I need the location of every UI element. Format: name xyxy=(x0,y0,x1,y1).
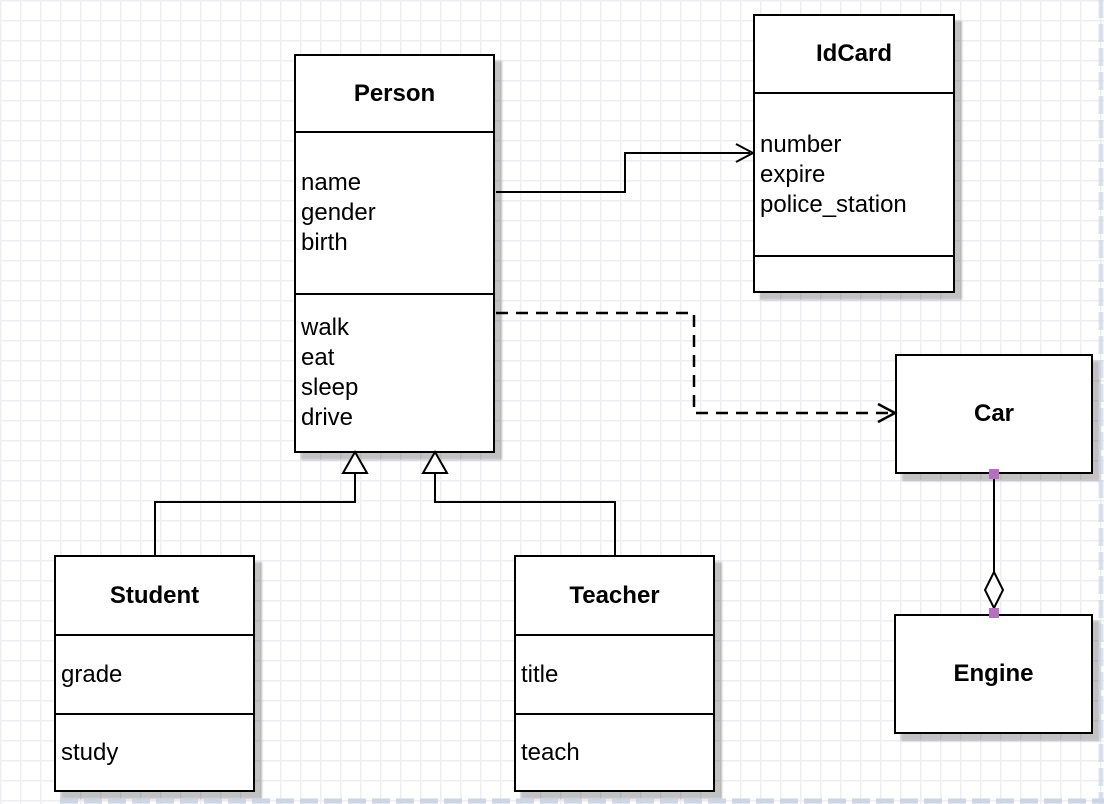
attribute-item: expire xyxy=(760,160,826,188)
class-idcard-title: IdCard xyxy=(815,40,892,67)
class-teacher-title: Teacher xyxy=(569,581,660,609)
attribute-item: grade xyxy=(61,660,123,688)
association-person-idcard-line[interactable] xyxy=(496,152,750,193)
attribute-item: gender xyxy=(301,199,376,226)
class-teacher-attributes: title xyxy=(516,634,713,713)
attribute-item: police_station xyxy=(760,190,907,218)
class-engine[interactable]: Engine xyxy=(894,614,1093,734)
class-teacher[interactable]: Teacher title teach xyxy=(514,555,715,792)
class-student-methods: study xyxy=(56,713,253,790)
hollow-triangle-student xyxy=(341,449,369,474)
class-student[interactable]: Student grade study xyxy=(54,555,255,792)
attribute-item: birth xyxy=(301,229,348,256)
class-car-title: Car xyxy=(973,400,1015,427)
dependency-person-car-line[interactable] xyxy=(496,311,891,415)
class-person-methods: walk eat sleep drive xyxy=(296,293,493,451)
class-person-title: Person xyxy=(353,79,436,107)
method-item: study xyxy=(61,738,119,766)
generalization-student-person-line[interactable] xyxy=(154,474,356,556)
class-car[interactable]: Car xyxy=(895,354,1093,474)
attribute-item: title xyxy=(521,660,559,688)
method-item: drive xyxy=(301,404,354,431)
attribute-item: name xyxy=(301,169,362,196)
hollow-diamond-engine xyxy=(983,569,1005,611)
attribute-item: number xyxy=(760,130,842,158)
generalization-teacher-person-line[interactable] xyxy=(434,474,616,556)
class-person-attributes: name gender birth xyxy=(296,131,493,293)
method-item: teach xyxy=(521,738,580,766)
class-idcard[interactable]: IdCard number expire police_station xyxy=(753,14,955,293)
method-item: eat xyxy=(301,344,335,371)
method-item: sleep xyxy=(301,374,359,401)
class-engine-title: Engine xyxy=(953,660,1034,687)
method-item: walk xyxy=(301,314,350,341)
class-student-title: Student xyxy=(109,581,200,609)
class-person[interactable]: Person name gender birth walk eat sleep … xyxy=(294,54,495,453)
class-student-attributes: grade xyxy=(56,634,253,713)
class-idcard-attributes: number expire police_station xyxy=(755,92,953,255)
hollow-triangle-teacher xyxy=(421,449,449,474)
class-teacher-methods: teach xyxy=(516,713,713,790)
class-idcard-empty-compartment xyxy=(755,255,953,291)
